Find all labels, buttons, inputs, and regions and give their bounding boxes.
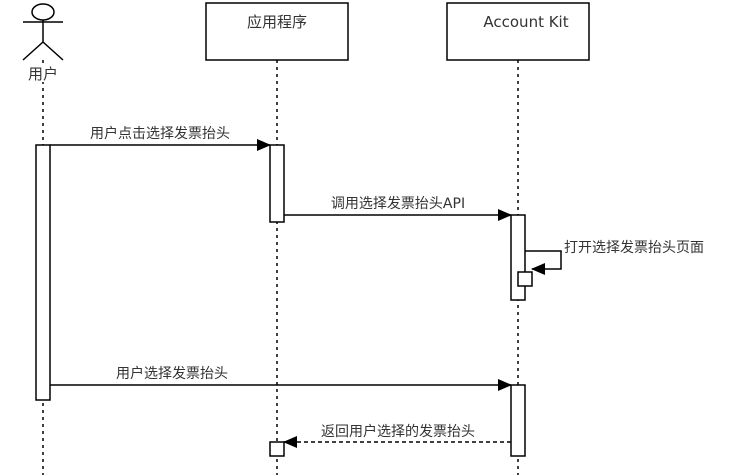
participant-box-account-kit bbox=[446, 2, 590, 61]
activation-app-2 bbox=[269, 441, 285, 457]
participant-box-app bbox=[205, 2, 349, 61]
message-user-select[interactable]: 用户选择发票抬头 bbox=[50, 365, 512, 391]
actor-left-leg-icon bbox=[22, 41, 44, 61]
message-call-api[interactable]: 调用选择发票抬头API bbox=[284, 196, 512, 221]
message-user-click-select[interactable]: 用户点击选择发票抬头 bbox=[50, 125, 271, 151]
participant-account-kit[interactable]: Account Kit bbox=[446, 2, 590, 61]
activation-app-1 bbox=[269, 144, 285, 223]
message-label: 用户选择发票抬头 bbox=[116, 365, 228, 382]
actor-user[interactable]: 用户 bbox=[22, 3, 64, 83]
actor-right-leg-icon bbox=[42, 41, 64, 61]
activation-account-kit-2 bbox=[510, 384, 526, 457]
participant-app[interactable]: 应用程序 bbox=[205, 2, 349, 61]
activation-account-kit-nested bbox=[517, 271, 533, 287]
participant-label-app: 应用程序 bbox=[247, 13, 307, 31]
message-label: 调用选择发票抬头API bbox=[331, 196, 465, 212]
message-arrow bbox=[525, 250, 562, 275]
participant-label-account-kit: Account Kit bbox=[483, 13, 568, 31]
actor-head-icon bbox=[31, 3, 55, 21]
participant-label-user: 用户 bbox=[28, 65, 58, 83]
message-label: 用户点击选择发票抬头 bbox=[90, 125, 230, 142]
message-return-header[interactable]: 返回用户选择的发票抬头 bbox=[283, 423, 511, 448]
message-open-page[interactable]: 打开选择发票抬头页面 bbox=[525, 239, 704, 275]
activation-user bbox=[35, 144, 51, 401]
message-label: 打开选择发票抬头页面 bbox=[564, 239, 704, 256]
message-label: 返回用户选择的发票抬头 bbox=[321, 423, 475, 440]
activation-account-kit-1 bbox=[510, 214, 526, 301]
